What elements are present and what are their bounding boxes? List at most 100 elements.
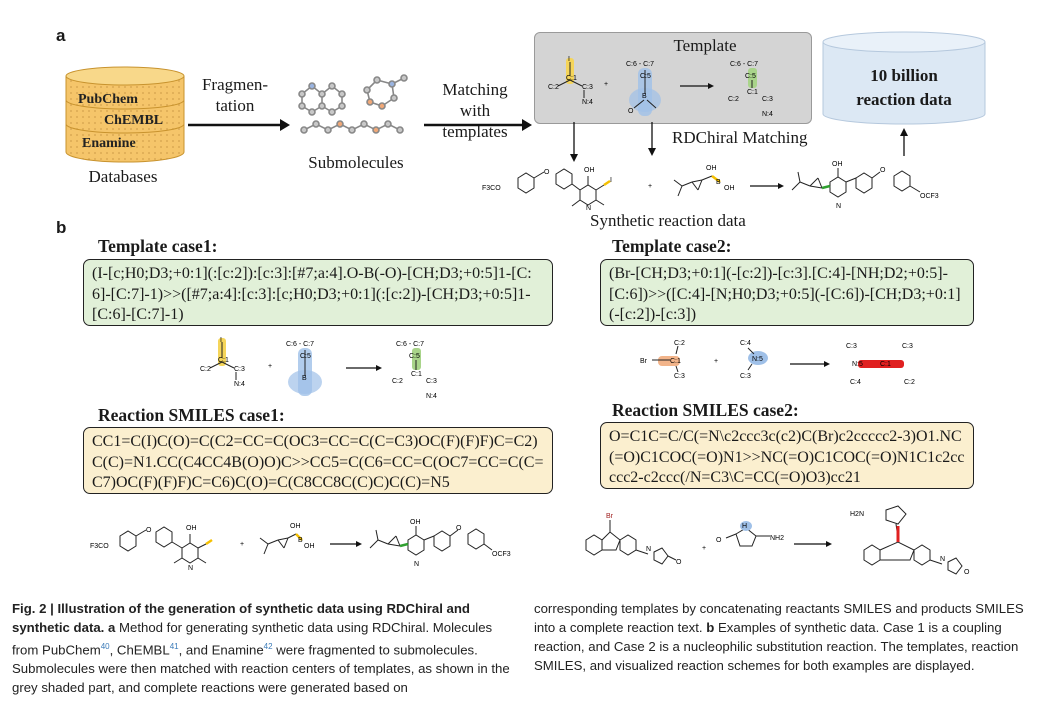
svg-text:B: B: [298, 537, 303, 544]
svg-text:N: N: [586, 205, 591, 212]
svg-text:+: +: [714, 358, 718, 365]
svg-text:C:5: C:5: [745, 73, 756, 80]
submolecules-icon: [298, 74, 408, 134]
svg-text:OH: OH: [706, 165, 717, 172]
database-chembl: ChEMBL: [104, 113, 164, 128]
template-case1-scheme: I C:1 C:2 C:3 N:4 + C:6 - C:7 C:5 B C:6 …: [200, 337, 437, 400]
svg-text:C:2: C:2: [548, 84, 559, 91]
reaction-smiles-case2-box: O=C1C=C/C(=N\c2ccc3c(c2)C(Br)c2ccccc2-3)…: [600, 422, 974, 489]
svg-text:H: H: [742, 523, 747, 530]
svg-text:C:1: C:1: [747, 89, 758, 96]
smiles-case2-title: Reaction SMILES case2:: [612, 400, 799, 420]
svg-text:C:3: C:3: [674, 373, 685, 380]
svg-text:C:5: C:5: [640, 73, 651, 80]
svg-text:N:4: N:4: [426, 393, 437, 400]
caption-right: corresponding templates by concatenating…: [534, 599, 1036, 675]
template-reaction-scheme: I C:1 C:2 C:3 N:4 + C:6 - C:7 C:5 B O C:…: [548, 56, 773, 118]
submolecules-label: Submolecules: [308, 153, 404, 172]
svg-text:C:3: C:3: [762, 96, 773, 103]
svg-text:C:3: C:3: [902, 343, 913, 350]
svg-text:OH: OH: [584, 167, 595, 174]
svg-text:C:3: C:3: [426, 378, 437, 385]
caption-a-text-2: , ChEMBL: [109, 642, 170, 658]
svg-text:Br: Br: [606, 513, 614, 520]
template-case1-title: Template case1:: [98, 236, 218, 256]
svg-text:I: I: [568, 56, 570, 63]
case2-reaction-scheme: Br N O + H O NH2 H2N N O: [585, 505, 970, 576]
synthetic-reaction-data-label: Synthetic reaction data: [590, 211, 746, 230]
template-case2-box: (Br-[CH;D3;+0:1](-[c:2])-[c:3].[C:4]-[NH…: [600, 259, 974, 326]
svg-text:OH: OH: [186, 525, 197, 532]
svg-text:C:6 - C:7: C:6 - C:7: [730, 61, 758, 68]
svg-text:+: +: [268, 363, 272, 370]
svg-text:C:6 - C:7: C:6 - C:7: [626, 61, 654, 68]
ref-40-link[interactable]: 40: [100, 642, 110, 651]
svg-text:C:6 - C:7: C:6 - C:7: [396, 341, 424, 348]
caption-a-text-3: , and Enamine: [178, 642, 264, 658]
database-stack: PubChem ChEMBL Enamine: [62, 66, 188, 166]
fragmentation-arrow-icon: [188, 119, 290, 131]
reaction-data-cylinder-icon: [822, 31, 986, 125]
caption-a-text-4-continued: corresponding templates by concatenating…: [534, 601, 1024, 635]
panel-a-letter: a: [56, 26, 66, 45]
reaction-data-count: 10 billion reaction data: [856, 66, 952, 109]
svg-text:O: O: [964, 569, 970, 576]
svg-text:OH: OH: [290, 523, 301, 530]
svg-text:O: O: [146, 527, 152, 534]
svg-text:N: N: [188, 565, 193, 572]
synthetic-reaction-scheme-a: F3CO O OH I N + OH B OH OH N O OCF3: [482, 161, 939, 212]
svg-text:N: N: [836, 203, 841, 210]
svg-text:H2N: H2N: [850, 511, 864, 518]
svg-text:OCF3: OCF3: [492, 551, 511, 558]
svg-text:N:4: N:4: [762, 111, 773, 118]
svg-text:C:3: C:3: [582, 84, 593, 91]
caption-a-text-4: were fragmented to submolecules. Submole…: [12, 642, 510, 696]
svg-text:C:3: C:3: [740, 373, 751, 380]
svg-text:C:2: C:2: [392, 378, 403, 385]
svg-text:C:5: C:5: [409, 353, 420, 360]
rdchiral-label: RDChiral Matching: [672, 128, 808, 147]
svg-text:I: I: [220, 337, 222, 344]
svg-text:NH2: NH2: [770, 535, 784, 542]
svg-text:B: B: [716, 179, 721, 186]
caption-a-label: a: [108, 620, 116, 635]
database-enamine: Enamine: [82, 136, 136, 151]
svg-text:OCF3: OCF3: [920, 193, 939, 200]
database-pubchem: PubChem: [78, 92, 138, 107]
svg-text:C:1: C:1: [670, 358, 681, 365]
svg-text:N: N: [414, 561, 419, 568]
template-case2-scheme: Br C:1 C:2 C:3 + C:4 N:5 C:3 C:3 N:5 C:1…: [640, 340, 915, 386]
fig-label: Fig. 2 |: [12, 601, 54, 616]
databases-label: Databases: [88, 167, 158, 186]
svg-text:F3CO: F3CO: [482, 185, 501, 192]
svg-text:C:5: C:5: [300, 353, 311, 360]
svg-text:C:1: C:1: [218, 357, 229, 364]
caption-a-text-1: Method for generating synthetic data usi…: [12, 620, 493, 658]
matching-label: Matching with templates: [442, 80, 508, 141]
svg-text:C:3: C:3: [234, 366, 245, 373]
svg-text:C:2: C:2: [674, 340, 685, 347]
template-panel: [534, 32, 812, 124]
svg-text:N:4: N:4: [582, 99, 593, 106]
svg-text:N: N: [940, 556, 945, 563]
panel-b-letter: b: [56, 218, 67, 237]
svg-text:+: +: [702, 545, 706, 552]
svg-text:C:2: C:2: [904, 379, 915, 386]
ref-42-link[interactable]: 42: [263, 642, 273, 651]
template-down-arrows-icon: [570, 122, 656, 162]
svg-text:C:3: C:3: [846, 343, 857, 350]
reaction-smiles-case1-box: CC1=C(I)C(O)=C(C2=CC=C(OC3=CC=C(C=C3)OC(…: [83, 427, 553, 494]
ref-41-link[interactable]: 41: [169, 642, 179, 651]
svg-text:O: O: [544, 169, 550, 176]
case1-reaction-scheme: F3CO O OH N + OH B OH OH N O OCF3: [90, 519, 511, 572]
svg-text:+: +: [604, 81, 608, 88]
svg-text:C:1: C:1: [566, 75, 577, 82]
svg-text:+: +: [648, 183, 652, 190]
svg-text:O: O: [456, 525, 462, 532]
fragmentation-label: Fragmen- tation: [201, 75, 269, 115]
template-case1-box: (I-[c;H0;D3;+0:1](:[c:2]):[c:3]:[#7;a:4]…: [83, 259, 553, 326]
svg-text:C:2: C:2: [728, 96, 739, 103]
svg-text:N:5: N:5: [752, 356, 763, 363]
smiles-case1-title: Reaction SMILES case1:: [98, 405, 285, 425]
up-arrow-icon: [900, 128, 908, 156]
